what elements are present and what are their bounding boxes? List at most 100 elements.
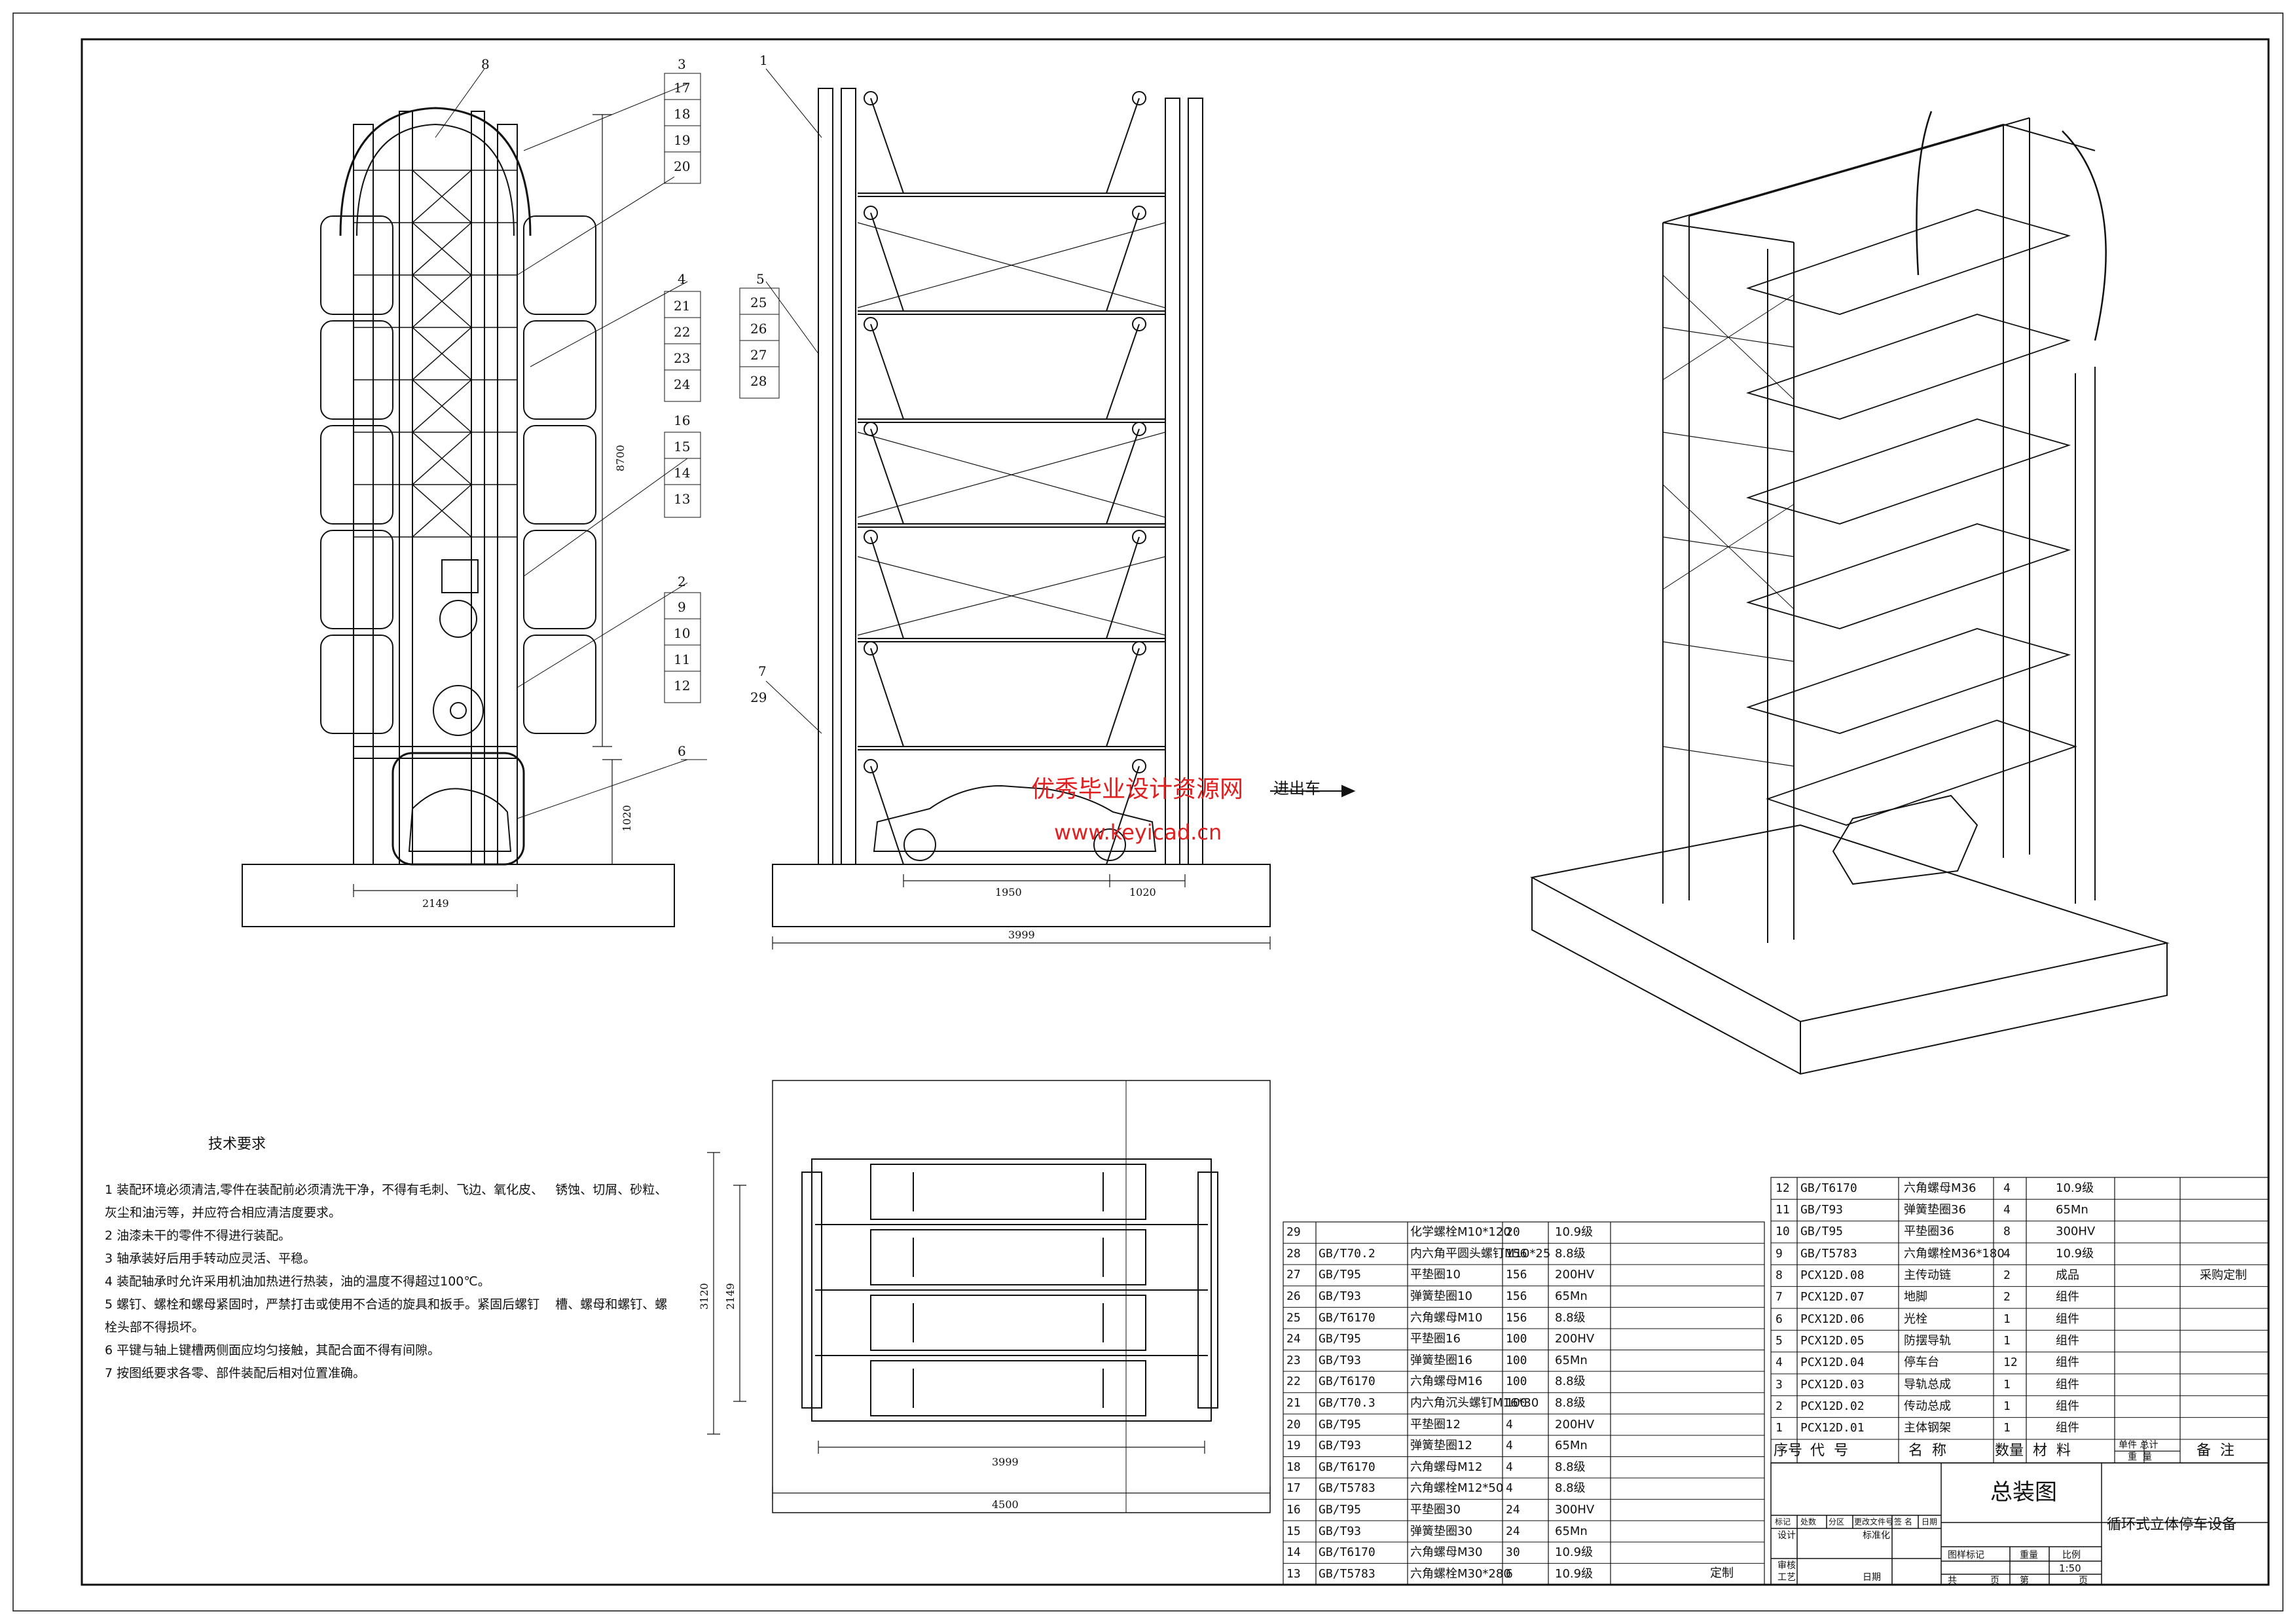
bom-left-mat: 8.8级 [1555, 1481, 1586, 1496]
bom-right-code: PCX12D.01 [1800, 1421, 1865, 1435]
bom-left-name: 弹簧垫圈10 [1410, 1289, 1472, 1304]
bom-left-name: 六角螺栓M12*50 [1410, 1481, 1504, 1496]
leader-8: 8 [481, 56, 490, 72]
dim-side-b: 1020 [1129, 886, 1156, 898]
bom-right-name: 导轨总成 [1904, 1377, 1951, 1392]
bom-left-mat: 10.9级 [1555, 1545, 1594, 1560]
bom-left-mat: 65Mn [1555, 1439, 1588, 1453]
leader-24: 24 [674, 377, 691, 392]
bom-left-mat: 200HV [1555, 1268, 1595, 1282]
bom-right-code: GB/T5783 [1800, 1246, 1857, 1261]
requirements-heading: 技术要求 [208, 1136, 266, 1153]
bom-right-code: PCX12D.08 [1800, 1268, 1865, 1282]
bom-left-no: 18 [1286, 1460, 1301, 1474]
bom-right-qty: 2 [2003, 1268, 2011, 1282]
leader-5: 5 [756, 271, 765, 287]
bom-left-no: 28 [1286, 1246, 1301, 1261]
bom-right-name: 平垫圈36 [1904, 1225, 1954, 1239]
bom-right-qty: 4 [2003, 1203, 2011, 1217]
bom-right-mat: 组件 [2056, 1312, 2079, 1326]
bom-right-mat: 300HV [2056, 1225, 2096, 1239]
leader-2: 2 [678, 574, 686, 589]
bom-left-code: GB/T6170 [1319, 1310, 1376, 1325]
bom-left-table [1283, 1221, 1765, 1585]
bom-right-no: 3 [1776, 1377, 1783, 1392]
bom-right-qty: 1 [2003, 1334, 2011, 1348]
bom-left-qty: 100 [1506, 1375, 1527, 1389]
bom-left-qty: 20 [1506, 1225, 1520, 1240]
bom-right-no: 6 [1776, 1312, 1783, 1326]
bom-left-mat: 200HV [1555, 1332, 1595, 1346]
bom-left-code: GB/T95 [1319, 1332, 1362, 1346]
tb-check: 审核 [1777, 1560, 1796, 1571]
bom-left-mat: 8.8级 [1555, 1396, 1586, 1410]
bom-left-no: 23 [1286, 1353, 1301, 1367]
tb-total: 共 [1948, 1576, 1957, 1586]
bom-left-mat: 8.8级 [1555, 1460, 1586, 1474]
bom-left-code: GB/T95 [1319, 1268, 1362, 1282]
bom-left-qty: 4 [1506, 1439, 1513, 1453]
leader-21: 21 [674, 298, 691, 314]
bom-right-code: GB/T6170 [1800, 1181, 1857, 1195]
tb-sheet: 页 [1990, 1576, 1999, 1586]
dim-front-bottom: 1020 [621, 805, 633, 832]
bom-left-no: 21 [1286, 1396, 1301, 1410]
watermark-cn: 优秀毕业设计资源网 [1031, 776, 1244, 803]
bom-left-name: 弹簧垫圈16 [1410, 1353, 1472, 1367]
bom-left-mat: 65Mn [1555, 1353, 1588, 1367]
dim-plan-total: 4500 [992, 1498, 1019, 1511]
bom-right-no: 12 [1776, 1181, 1790, 1195]
leader-20: 20 [674, 158, 691, 174]
bom-left-mat: 65Mn [1555, 1289, 1588, 1304]
dim-plan-width: 3999 [992, 1456, 1019, 1468]
bom-left-code: GB/T70.2 [1319, 1246, 1376, 1261]
bom-left-name: 内六角沉头螺钉M16*30 [1410, 1396, 1539, 1410]
front-pallets-left [320, 215, 393, 734]
bom-right-no: 10 [1776, 1225, 1790, 1239]
rev-row-date: 日期 [1922, 1517, 1938, 1526]
bom-right-qty: 1 [2003, 1399, 2011, 1413]
bom-left-qty: 4 [1506, 1481, 1513, 1496]
bom-right-qty: 2 [2003, 1290, 2011, 1304]
leader-29: 29 [750, 690, 767, 705]
bom-right-qty: 1 [2003, 1421, 2011, 1435]
bom-left-no: 26 [1286, 1289, 1301, 1304]
bom-left-name: 六角螺母M12 [1410, 1460, 1483, 1474]
dim-side-total: 3999 [1008, 929, 1035, 941]
plan-view [707, 1080, 1271, 1513]
sheet-border-inner [81, 38, 2270, 1586]
leader-25: 25 [750, 295, 767, 310]
bom-left-code: GB/T6170 [1319, 1545, 1376, 1560]
bom-left-qty: 4 [1506, 1417, 1513, 1431]
requirement-line: 4 装配轴承时允许采用机油加热进行热装，油的温度不得超过100℃。 [105, 1274, 490, 1289]
leader-10: 10 [674, 625, 691, 641]
bom-left-no: 14 [1286, 1545, 1301, 1560]
bom-left-qty: 30 [1506, 1545, 1520, 1560]
bom-left-code: GB/T6170 [1319, 1375, 1376, 1389]
bom-left-mat: 65Mn [1555, 1524, 1588, 1538]
bom-right-name: 六角螺栓M36*180 [1904, 1246, 2005, 1261]
bom-left-no: 17 [1286, 1481, 1301, 1496]
leader-16: 16 [674, 413, 691, 428]
bom-right-no: 4 [1776, 1356, 1783, 1370]
bom-right-name: 传动总成 [1904, 1399, 1951, 1413]
bom-left-qty: 4 [1506, 1460, 1513, 1474]
bom-right-mat: 65Mn [2056, 1203, 2088, 1217]
tb-design: 设计 [1777, 1530, 1796, 1541]
drawing-title: 总装图 [1990, 1479, 2057, 1505]
dim-front-height: 8700 [614, 445, 627, 471]
bom-header-qty: 数量 [1995, 1443, 2024, 1459]
bom-right-name: 光栓 [1904, 1312, 1927, 1326]
bom-right-code: PCX12D.02 [1800, 1399, 1865, 1413]
rev-row-zone: 分区 [1829, 1517, 1845, 1526]
leader-23: 23 [674, 350, 691, 366]
bom-left-name: 内六角平圆头螺钉M10*25 [1410, 1246, 1551, 1261]
direction-label: 进出车 [1273, 779, 1321, 798]
bom-left-qty: 156 [1506, 1246, 1527, 1261]
bom-left-mat: 8.8级 [1555, 1310, 1586, 1325]
bom-header-name: 名 称 [1908, 1443, 1946, 1459]
tb-stage: 图样标记 [1948, 1550, 1984, 1560]
bom-header-code: 代 号 [1810, 1443, 1848, 1459]
bom-right-no: 9 [1776, 1246, 1783, 1261]
bom-right-no: 8 [1776, 1268, 1783, 1282]
